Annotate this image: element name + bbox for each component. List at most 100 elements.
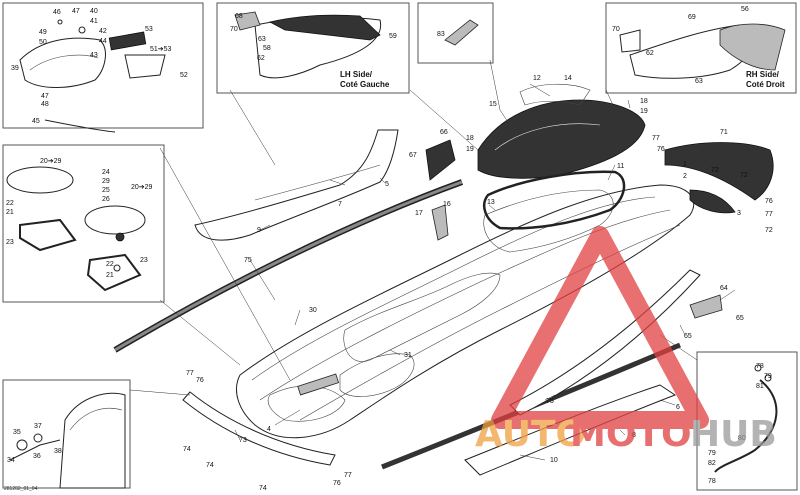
callout-44: 44	[99, 38, 107, 45]
callout-17: 17	[415, 210, 423, 217]
callout-77b: 77	[765, 211, 773, 218]
callout-74: 74	[183, 446, 191, 453]
callout-3: 3	[737, 210, 741, 217]
callout-35: 35	[13, 429, 21, 436]
callout-76d: 76	[333, 480, 341, 487]
callout-83: 83	[437, 31, 445, 38]
callout-56: 56	[741, 6, 749, 13]
callout-64: 64	[720, 285, 728, 292]
callout-22b: 22	[106, 261, 114, 268]
callout-70b: 70	[612, 26, 620, 33]
callout-74b: 74	[206, 462, 214, 469]
callout-78: 78	[756, 363, 764, 370]
leader-lines	[129, 59, 736, 461]
callout-70: 70	[230, 26, 238, 33]
callout-77c: 77	[186, 370, 194, 377]
watermark-auto: AUTO	[475, 414, 586, 455]
callout-24: 24	[102, 169, 110, 176]
callout-63b: 63	[695, 78, 703, 85]
callout-47b: 47	[41, 93, 49, 100]
lh-side-label-fr: Coté Gauche	[340, 80, 390, 89]
callout-40: 40	[90, 8, 98, 15]
callout-72: 72	[711, 167, 719, 174]
callout-79: 79	[764, 373, 772, 380]
callout-7: 7	[338, 201, 342, 208]
hose-inset-box	[696, 351, 798, 491]
rh-side-label-fr: Coté Droit	[746, 80, 785, 89]
callout-20-29: 20➔29	[40, 158, 62, 165]
callout-30: 30	[309, 307, 317, 314]
callout-36: 36	[33, 453, 41, 460]
callout-80: 80	[738, 435, 746, 442]
callout-31: 31	[404, 352, 412, 359]
callout-47: 47	[72, 8, 80, 15]
callout-67: 67	[409, 152, 417, 159]
callout-51-53: 51➔53	[150, 46, 172, 53]
callout-50: 50	[39, 39, 47, 46]
callout-37: 37	[34, 423, 42, 430]
callout-72b: 72	[740, 172, 748, 179]
watermark-hub: HUB	[690, 414, 777, 455]
callout-76b: 76	[765, 198, 773, 205]
callout-26: 26	[102, 196, 110, 203]
callout-77d: 77	[344, 472, 352, 479]
callout-13: 13	[487, 199, 495, 206]
callout-34: 34	[7, 457, 15, 464]
watermark-moto: MOTO	[570, 414, 692, 455]
callout-75b: 75	[546, 398, 554, 405]
callout-65: 65	[736, 315, 744, 322]
callout-45: 45	[32, 118, 40, 125]
callout-79b: 79	[708, 450, 716, 457]
hull	[236, 184, 695, 439]
callout-48: 48	[41, 101, 49, 108]
callout-81: 81	[756, 383, 764, 390]
callout-19b: 19	[466, 146, 474, 153]
callout-29: 29	[102, 178, 110, 185]
callout-12: 12	[533, 75, 541, 82]
callout-75: 75	[244, 257, 252, 264]
callout-68: 68	[235, 13, 243, 20]
callout-52: 52	[180, 72, 188, 79]
callout-66: 66	[440, 129, 448, 136]
callout-23b: 23	[140, 257, 148, 264]
callout-76: 76	[657, 146, 665, 153]
callout-11: 11	[617, 163, 624, 170]
callout-39: 39	[11, 65, 19, 72]
callout-53: 53	[145, 26, 153, 33]
callout-46: 46	[53, 9, 61, 16]
lh-side-label: LH Side/	[340, 70, 373, 79]
callout-10: 10	[550, 457, 558, 464]
callout-19: 19	[640, 108, 648, 115]
callout-6: 6	[676, 404, 680, 411]
drawing-code: 281202_01_04	[4, 486, 38, 492]
watermark: AUTO MOTO HUB	[475, 226, 777, 455]
callout-38: 38	[54, 448, 62, 455]
callout-76c: 76	[196, 377, 204, 384]
callout-73: 73	[239, 437, 247, 444]
callout-71: 71	[720, 129, 728, 136]
rh-side-label: RH Side/	[746, 70, 780, 79]
callout-22: 22	[6, 200, 14, 207]
callout-62b: 62	[646, 50, 654, 57]
callout-82: 82	[708, 460, 716, 467]
callout-59: 59	[389, 33, 397, 40]
callout-15: 15	[489, 101, 497, 108]
callout-77: 77	[652, 135, 660, 142]
callout-62: 62	[257, 55, 265, 62]
callout-2: 2	[683, 173, 687, 180]
callout-58: 58	[263, 45, 271, 52]
callout-1: 1	[683, 161, 687, 168]
callout-78b: 78	[708, 478, 716, 485]
callout-5: 5	[385, 181, 389, 188]
callout-8: 8	[632, 432, 636, 439]
callout-21b: 21	[106, 272, 114, 279]
callout-18b: 18	[466, 135, 474, 142]
storage-tub	[477, 99, 646, 179]
callout-23: 23	[6, 239, 14, 246]
callout-43: 43	[90, 52, 98, 59]
watermark-triangle	[491, 226, 709, 429]
callout-14: 14	[564, 75, 572, 82]
callout-74c: 74	[259, 485, 267, 492]
